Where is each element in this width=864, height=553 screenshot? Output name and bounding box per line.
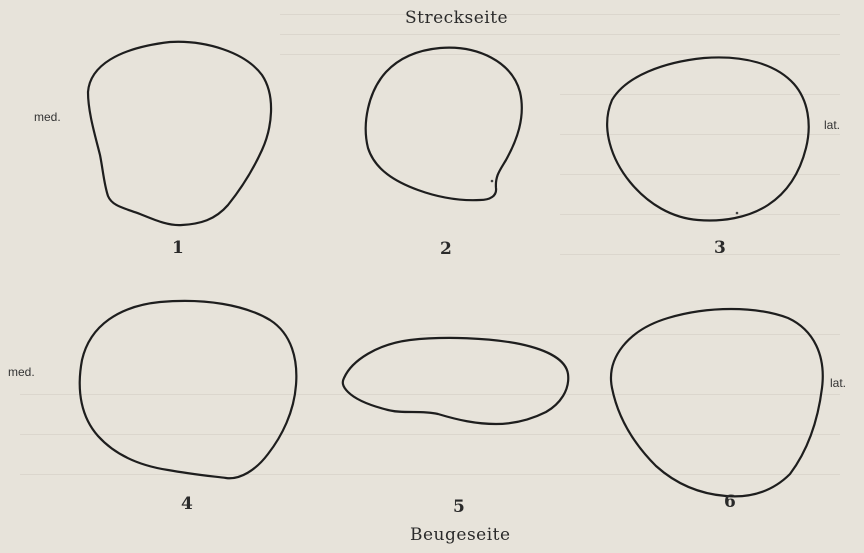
dot-3 bbox=[736, 212, 739, 215]
notch-dot-2 bbox=[491, 180, 494, 183]
figure-number-4: 4 bbox=[181, 494, 193, 514]
outline-1 bbox=[88, 42, 271, 225]
outline-5 bbox=[343, 338, 568, 424]
outline-2 bbox=[366, 48, 522, 201]
figure-number-6: 6 bbox=[724, 492, 736, 512]
outline-3 bbox=[607, 57, 809, 220]
figure-number-3: 3 bbox=[714, 238, 726, 258]
outline-4 bbox=[80, 301, 297, 478]
figure-number-5: 5 bbox=[453, 497, 465, 517]
outline-6 bbox=[611, 309, 823, 496]
figure-number-1: 1 bbox=[172, 238, 184, 258]
figure-number-2: 2 bbox=[440, 239, 452, 259]
